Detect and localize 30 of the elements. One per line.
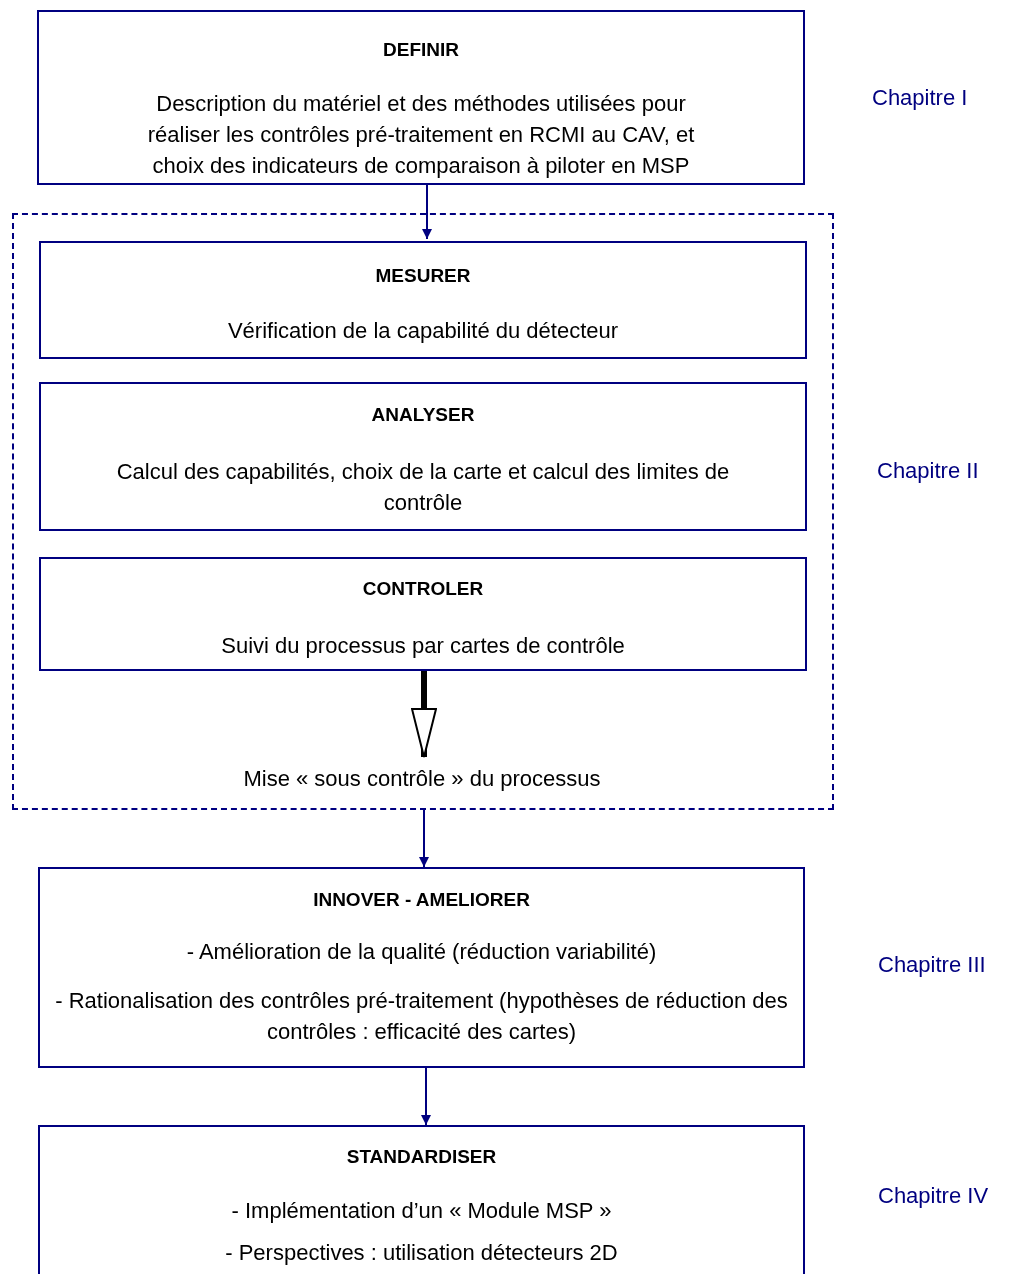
- dashed-group-frame: [12, 213, 834, 810]
- bullet-text: - Amélioration de la qualité (réduction variabilité): [185, 938, 658, 966]
- bullet-text: - Implémentation d’un « Module MSP »: [230, 1197, 613, 1225]
- box-description: Description du matériel et des méthodes utilisées pour réaliser les contrôles pré-traitement en RCMI au CAV, et choix des indicateurs de comparaison à piloter en MSP: [146, 90, 696, 180]
- block-arrow: [411, 671, 437, 758]
- box-heading: INNOVER - AMELIORER: [312, 888, 531, 912]
- process-box: [39, 382, 807, 531]
- process-caption: Mise « sous contrôle » du processus: [242, 765, 602, 793]
- chapter-label: Chapitre I: [872, 85, 968, 111]
- box-description: Calcul des capabilités, choix de la carte et calcul des limites de contrôle: [115, 458, 731, 517]
- arrow: [419, 809, 429, 868]
- arrow: [422, 184, 432, 240]
- arrow: [421, 1067, 431, 1126]
- box-heading: MESURER: [374, 264, 472, 288]
- chapter-label: Chapitre IV: [878, 1183, 989, 1209]
- process-box: [37, 10, 805, 185]
- box-heading: DEFINIR: [382, 38, 460, 62]
- box-heading: STANDARDISER: [345, 1145, 498, 1169]
- process-box: [39, 241, 807, 359]
- process-box: [38, 1125, 805, 1274]
- chapter-label: Chapitre III: [878, 952, 986, 978]
- process-box: [38, 867, 805, 1068]
- chapter-label: Chapitre II: [877, 458, 979, 484]
- box-heading: CONTROLER: [361, 577, 485, 601]
- bullet-text: - Perspectives : utilisation détecteurs 2D: [224, 1239, 619, 1267]
- bullet-text: - Rationalisation des contrôles pré-traitement (hypothèses de réduction des contrôles : efficacité des cartes): [54, 987, 789, 1046]
- box-description: Vérification de la capabilité du détecteur: [226, 317, 620, 345]
- box-heading: ANALYSER: [370, 403, 476, 427]
- process-box: [39, 557, 807, 671]
- box-description: Suivi du processus par cartes de contrôle: [220, 632, 626, 660]
